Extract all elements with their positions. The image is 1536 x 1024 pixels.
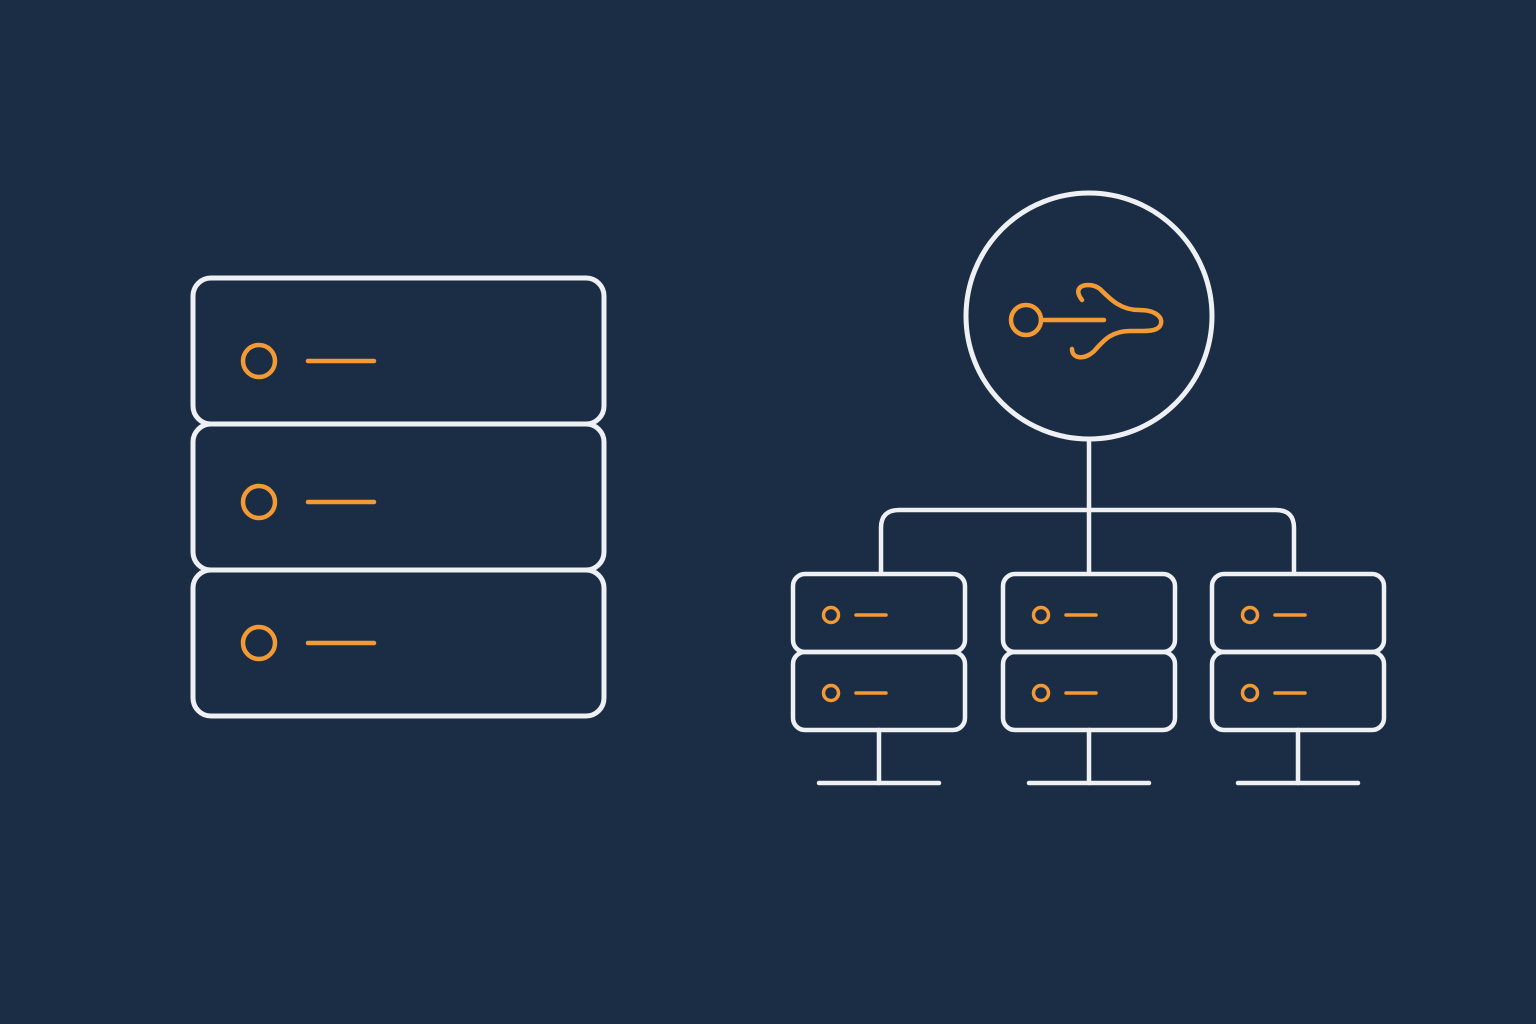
usb-trident (1038, 282, 1164, 360)
hub-connectors (878, 436, 1297, 576)
server-icon (1000, 571, 1178, 786)
status-light-icon (1031, 683, 1051, 703)
status-light-icon (821, 605, 841, 625)
usb-symbol-icon (1008, 282, 1164, 360)
status-light-icon (1240, 683, 1260, 703)
branch-line (878, 507, 1297, 576)
status-light-icon (240, 483, 278, 521)
status-light-icon (240, 342, 278, 380)
status-light-icon (240, 624, 278, 662)
server-icon (790, 571, 968, 786)
server-unit (190, 567, 607, 719)
server-stack-icon (190, 275, 607, 719)
status-light-icon (821, 683, 841, 703)
child-servers (790, 571, 1387, 786)
status-light-icon (1031, 605, 1051, 625)
server-icon (1209, 571, 1387, 786)
status-light-icon (1240, 605, 1260, 625)
